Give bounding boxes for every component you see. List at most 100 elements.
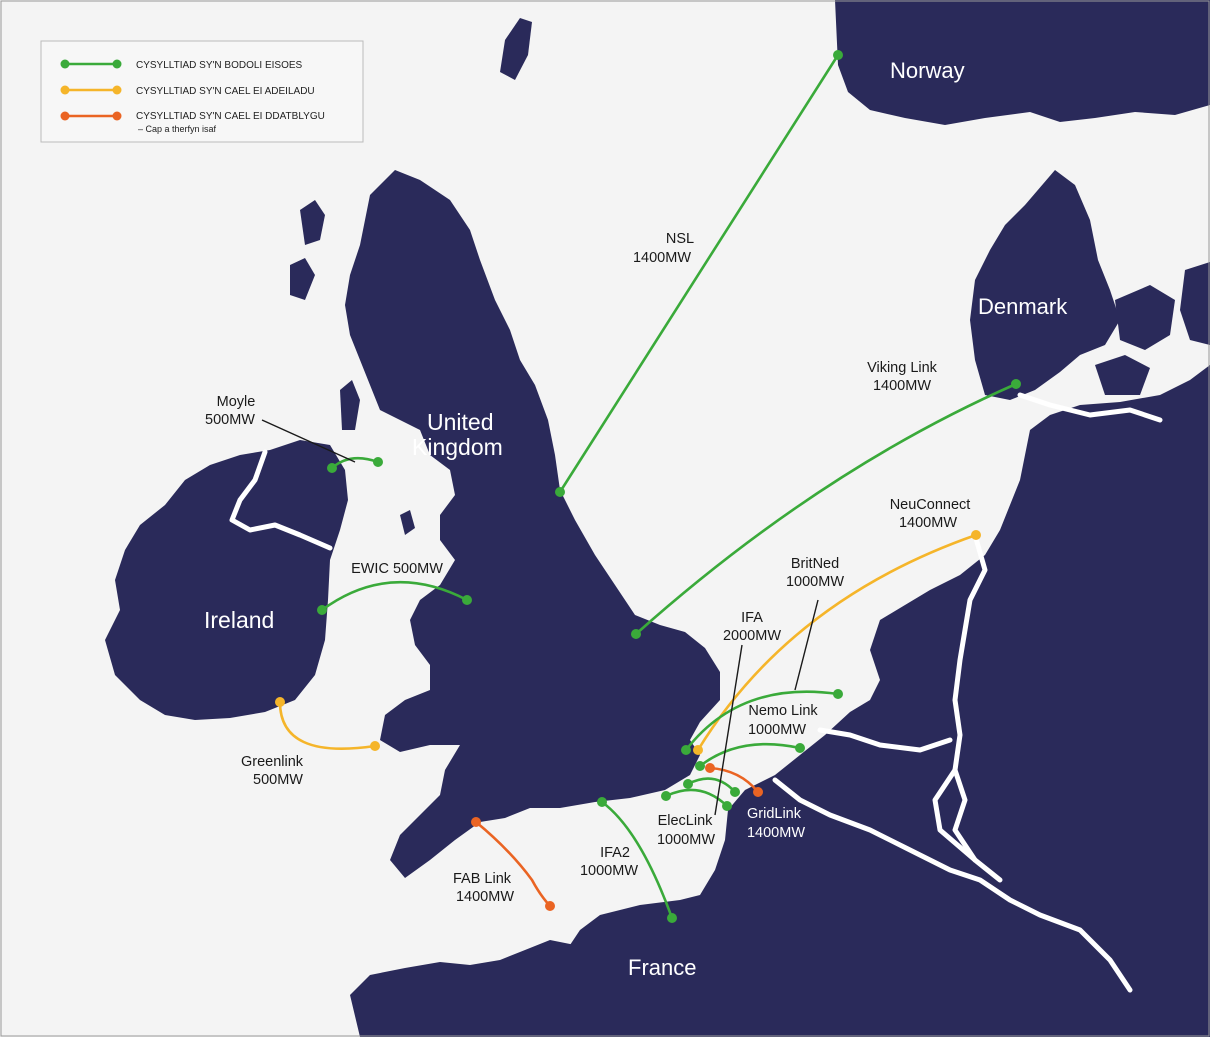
- link-label-viking-name: Viking Link: [867, 360, 938, 376]
- land-danish-island-2: [1180, 262, 1210, 345]
- land-masses: [105, 0, 1210, 1037]
- link-ifa: [664, 788, 729, 808]
- endpoint: [667, 913, 677, 923]
- endpoint: [730, 787, 740, 797]
- link-label-nsl-name: NSL: [666, 231, 694, 247]
- endpoint: [693, 745, 703, 755]
- endpoint: [695, 761, 705, 771]
- leader-moyle: [261, 419, 356, 463]
- legend-dot: [60, 111, 70, 121]
- endpoint: [373, 457, 383, 467]
- border-netherlands-germany: [952, 532, 1003, 883]
- endpoint: [555, 487, 565, 497]
- legend-label-existing: CYSYLLTIAD SY'N BODOLI EISOES: [136, 60, 303, 71]
- border-germany-lux: [932, 767, 978, 863]
- land-great-britain: [345, 170, 720, 878]
- link-label-nsl-capacity: 1400MW: [633, 250, 691, 266]
- link-greenlink: [278, 700, 377, 750]
- land-brittany: [350, 940, 590, 1037]
- link-label-neuconnect-capacity: 1400MW: [899, 515, 957, 531]
- land-hebrides: [290, 258, 315, 300]
- link-label-gridlink-capacity: 1400MW: [747, 825, 805, 841]
- borders: [229, 392, 1163, 993]
- legend-label-in-development-note: – Cap a therfyn isaf: [138, 124, 217, 134]
- link-nsl: [558, 53, 840, 494]
- link-label-ewic: EWIC 500MW: [351, 561, 443, 577]
- legend-dot: [112, 111, 122, 121]
- link-label-nemo-capacity: 1000MW: [748, 722, 806, 738]
- link-nemo: [698, 742, 802, 768]
- endpoint: [661, 791, 671, 801]
- link-label-greenlink-capacity: 500MW: [253, 772, 303, 788]
- legend-label-under-construction: CYSYLLTIAD SY'N CAEL EI ADEILADU: [136, 86, 315, 97]
- legend: CYSYLLTIAD SY'N BODOLI EISOES CYSYLLTIAD…: [40, 40, 364, 143]
- endpoint: [971, 530, 981, 540]
- country-labels: Norway Denmark United Kingdom Ireland Fr…: [204, 58, 1068, 980]
- leader-ifa: [714, 644, 743, 816]
- link-label-fab-name: FAB Link: [453, 871, 512, 887]
- link-viking: [634, 382, 1018, 636]
- link-ifa2: [600, 800, 674, 920]
- legend-dot: [112, 85, 122, 95]
- border-france-belgium: [772, 777, 1133, 993]
- endpoint: [753, 787, 763, 797]
- link-label-ifa-name: IFA: [741, 610, 763, 626]
- link-label-eleclink-capacity: 1000MW: [657, 832, 715, 848]
- link-label-gridlink-name: GridLink: [747, 806, 802, 822]
- endpoint: [833, 689, 843, 699]
- country-label-uk-2: Kingdom: [412, 434, 503, 460]
- endpoint: [471, 817, 481, 827]
- border-belgium-netherlands: [817, 727, 953, 753]
- endpoint: [833, 50, 843, 60]
- endpoint: [597, 797, 607, 807]
- endpoint: [722, 801, 732, 811]
- endpoint: [631, 629, 641, 639]
- land-ireland: [105, 440, 348, 720]
- endpoint: [370, 741, 380, 751]
- endpoint: [795, 743, 805, 753]
- land-scottish-isles: [300, 200, 325, 245]
- border-northern-ireland: [229, 449, 333, 551]
- endpoint: [545, 901, 555, 911]
- endpoint: [275, 697, 285, 707]
- land-norway: [835, 0, 1210, 125]
- link-labels: NSL 1400MW Viking Link 1400MW Moyle 500M…: [205, 231, 970, 905]
- link-label-nemo-name: Nemo Link: [748, 703, 818, 719]
- link-label-neuconnect-name: NeuConnect: [890, 497, 971, 513]
- legend-box: [40, 40, 364, 143]
- legend-item-existing: CYSYLLTIAD SY'N BODOLI EISOES: [60, 59, 303, 71]
- country-label-denmark: Denmark: [978, 294, 1068, 319]
- link-label-fab-capacity: 1400MW: [456, 889, 514, 905]
- legend-dot: [60, 85, 70, 95]
- country-label-ireland: Ireland: [204, 607, 274, 633]
- endpoint: [683, 779, 693, 789]
- endpoint: [681, 745, 691, 755]
- endpoint: [1011, 379, 1021, 389]
- link-label-britned-capacity: 1000MW: [786, 574, 844, 590]
- country-label-uk-1: United: [427, 409, 493, 435]
- legend-dot: [112, 59, 122, 69]
- land-danish-island-3: [1095, 355, 1150, 395]
- land-continent: [560, 365, 1210, 1037]
- endpoint: [705, 763, 715, 773]
- link-label-ifa2-name: IFA2: [600, 845, 630, 861]
- legend-label-in-development: CYSYLLTIAD SY'N CAEL EI DDATBLYGU: [136, 111, 325, 122]
- link-neuconnect: [696, 533, 978, 752]
- leader-britned: [794, 599, 819, 691]
- land-kintyre: [340, 380, 360, 430]
- border-germany-denmark: [1017, 392, 1163, 423]
- country-label-france: France: [628, 955, 696, 980]
- link-endpoints: [275, 50, 1021, 923]
- link-britned: [684, 690, 840, 752]
- link-ewic: [320, 580, 469, 612]
- land-norway-islands: [500, 18, 532, 80]
- link-label-moyle-name: Moyle: [217, 394, 256, 410]
- endpoint: [317, 605, 327, 615]
- land-isle-of-man: [400, 510, 415, 535]
- link-label-greenlink-name: Greenlink: [241, 754, 304, 770]
- link-label-britned-name: BritNed: [791, 556, 839, 572]
- link-label-ifa2-capacity: 1000MW: [580, 863, 638, 879]
- endpoint: [462, 595, 472, 605]
